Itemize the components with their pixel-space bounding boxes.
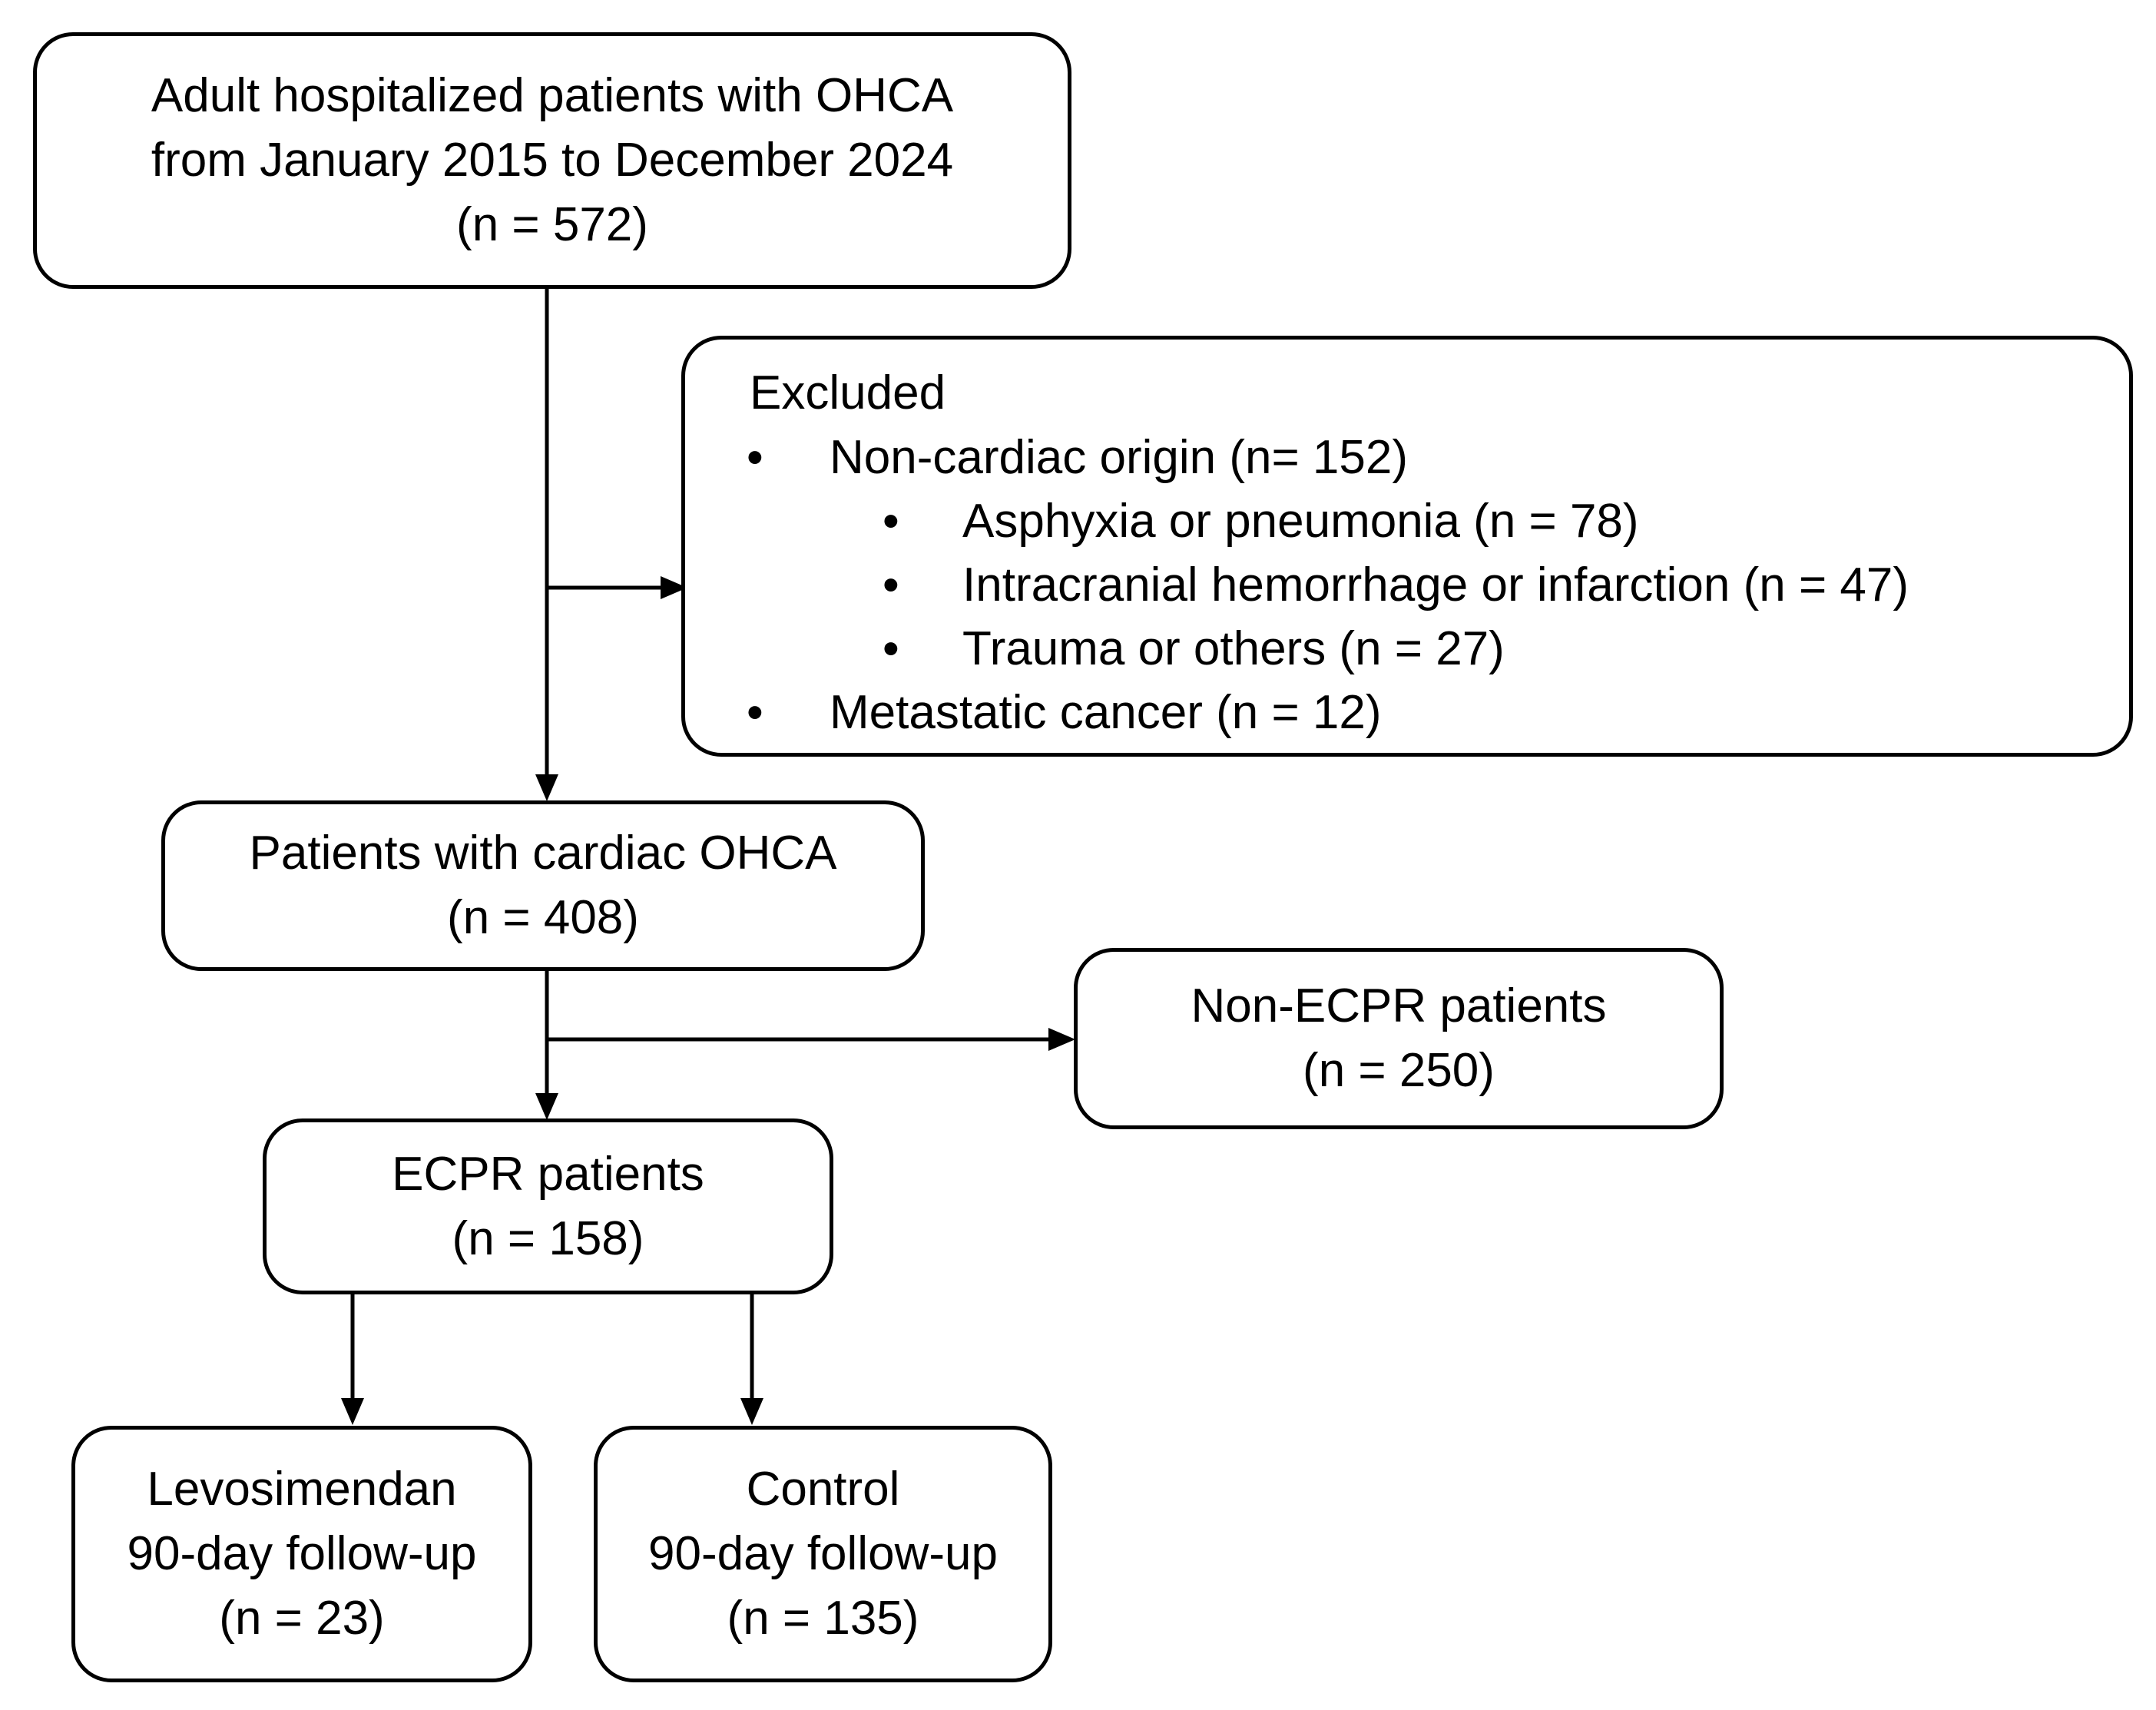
box-control-line-1: Control [746, 1463, 900, 1516]
box-non-ecpr-line-2: (n = 250) [1303, 1044, 1495, 1097]
arrowhead-right-icon [661, 576, 687, 599]
excluded-item-text: Asphyxia or pneumonia (n = 78) [962, 495, 1639, 548]
excluded-item-text: Trauma or others (n = 27) [962, 622, 1505, 675]
box-ecpr-line-2: (n = 158) [452, 1211, 644, 1265]
bullet-icon: • [747, 431, 763, 484]
box-control: Control 90-day follow-up (n = 135) [594, 1426, 1052, 1682]
box-non-ecpr-line-1: Non-ECPR patients [1191, 979, 1607, 1032]
box-all-line-3: (n = 572) [456, 198, 648, 251]
box-all-line-1: Adult hospitalized patients with OHCA [151, 69, 954, 122]
box-cardiac-line-2: (n = 408) [447, 891, 639, 944]
box-levo-line-3: (n = 23) [219, 1592, 385, 1645]
bullet-icon: • [883, 622, 899, 675]
box-cardiac-ohca: Patients with cardiac OHCA (n = 408) [161, 800, 925, 971]
box-control-line-2: 90-day follow-up [648, 1527, 998, 1580]
excluded-item-text: Intracranial hemorrhage or infarction (n… [962, 558, 1909, 611]
box-levosimendan: Levosimendan 90-day follow-up (n = 23) [71, 1426, 532, 1682]
box-control-line-3: (n = 135) [727, 1592, 919, 1645]
box-non-ecpr: Non-ECPR patients (n = 250) [1074, 948, 1724, 1129]
arrowhead-down-icon [341, 1398, 364, 1425]
excluded-item-text: Non-cardiac origin (n= 152) [830, 431, 1408, 484]
arrowhead-right-icon [1048, 1028, 1075, 1051]
box-ecpr: ECPR patients (n = 158) [263, 1118, 833, 1294]
excluded-title: Excluded [750, 366, 946, 419]
box-levo-line-1: Levosimendan [147, 1463, 457, 1516]
arrowhead-down-icon [535, 774, 558, 801]
box-excluded: Excluded • Non-cardiac origin (n= 152) •… [681, 336, 2133, 757]
bullet-icon: • [883, 495, 899, 548]
bullet-icon: • [747, 686, 763, 739]
arrowhead-down-icon [740, 1398, 763, 1425]
box-all-patients: Adult hospitalized patients with OHCA fr… [33, 32, 1071, 289]
excluded-item-text: Metastatic cancer (n = 12) [830, 686, 1382, 739]
box-cardiac-line-1: Patients with cardiac OHCA [249, 827, 837, 880]
arrowhead-down-icon [535, 1093, 558, 1120]
box-levo-line-2: 90-day follow-up [127, 1527, 477, 1580]
box-all-line-2: from January 2015 to December 2024 [151, 134, 954, 187]
box-ecpr-line-1: ECPR patients [392, 1147, 704, 1201]
bullet-icon: • [883, 558, 899, 611]
